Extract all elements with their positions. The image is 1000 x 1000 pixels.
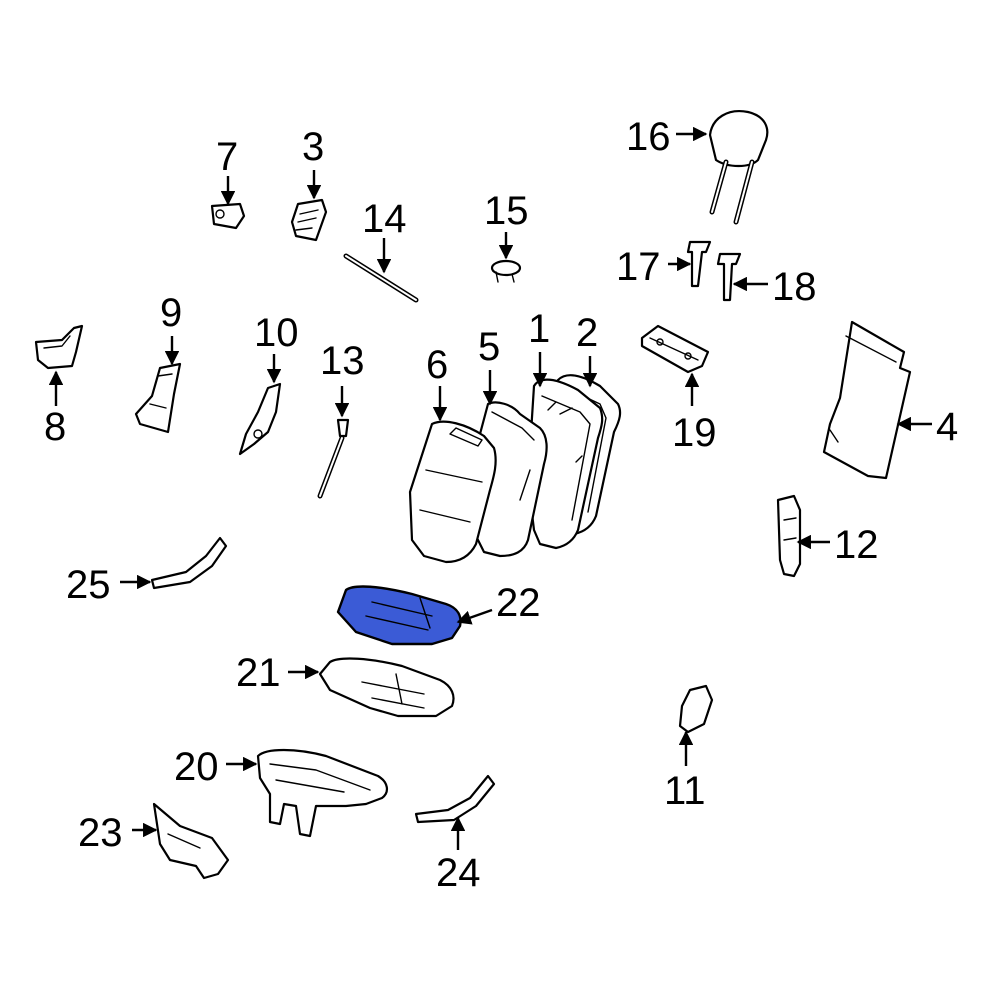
label-5: 5 — [478, 325, 500, 369]
part-6-seatback-cover[interactable] — [408, 420, 497, 564]
label-13: 13 — [320, 339, 365, 383]
part-12-hinge[interactable] — [776, 494, 802, 578]
part-22-cushion-cover[interactable] — [336, 585, 462, 646]
label-10: 10 — [254, 311, 299, 355]
part-3-trim-cover[interactable] — [290, 198, 328, 242]
part-4-back-panel[interactable] — [822, 320, 912, 480]
label-24: 24 — [436, 851, 481, 895]
label-6: 6 — [426, 343, 448, 387]
part-13-release-cable[interactable] — [317, 418, 350, 499]
part-19-bracket[interactable] — [640, 324, 710, 374]
label-9: 9 — [160, 291, 182, 335]
label-20: 20 — [174, 745, 219, 789]
label-3: 3 — [302, 125, 324, 169]
label-21: 21 — [236, 651, 281, 695]
label-1: 1 — [528, 307, 550, 351]
callout-arrows — [48, 126, 932, 850]
part-20-cushion-frame[interactable] — [256, 748, 388, 838]
label-8: 8 — [44, 405, 66, 449]
part-9-hinge-cover[interactable] — [134, 362, 182, 434]
part-1-seatback-frame[interactable] — [526, 378, 604, 550]
part-10-recliner-cover[interactable] — [238, 382, 282, 456]
label-2: 2 — [576, 311, 598, 355]
label-12: 12 — [834, 523, 879, 567]
arrow-22 — [456, 608, 493, 625]
label-19: 19 — [672, 411, 717, 455]
label-14: 14 — [362, 197, 407, 241]
callout-labels: 16 7 3 14 15 17 18 19 8 9 10 13 6 5 1 2 … — [44, 115, 958, 895]
part-25-cover[interactable] — [150, 536, 228, 590]
part-14-rod[interactable] — [343, 253, 419, 303]
label-18: 18 — [772, 265, 817, 309]
label-7: 7 — [216, 135, 238, 179]
label-17: 17 — [616, 245, 661, 289]
part-23-side-cover[interactable] — [152, 802, 230, 880]
label-22: 22 — [496, 581, 541, 625]
part-15-cap[interactable] — [490, 259, 522, 283]
label-15: 15 — [484, 189, 529, 233]
part-11-cover[interactable] — [678, 684, 714, 734]
part-24-cover[interactable] — [414, 774, 496, 824]
part-16-headrest[interactable] — [708, 110, 769, 225]
label-16: 16 — [626, 115, 671, 159]
part-18-guide[interactable] — [716, 252, 742, 302]
part-7-bracket[interactable] — [210, 202, 246, 230]
part-5-seatback-pad[interactable] — [470, 401, 548, 558]
label-4: 4 — [936, 405, 958, 449]
part-8-trim[interactable] — [34, 324, 84, 370]
part-21-cushion-pad[interactable] — [318, 657, 455, 718]
label-23: 23 — [78, 811, 123, 855]
part-17-guide[interactable] — [686, 240, 712, 288]
label-25: 25 — [66, 563, 111, 607]
label-11: 11 — [664, 769, 706, 813]
